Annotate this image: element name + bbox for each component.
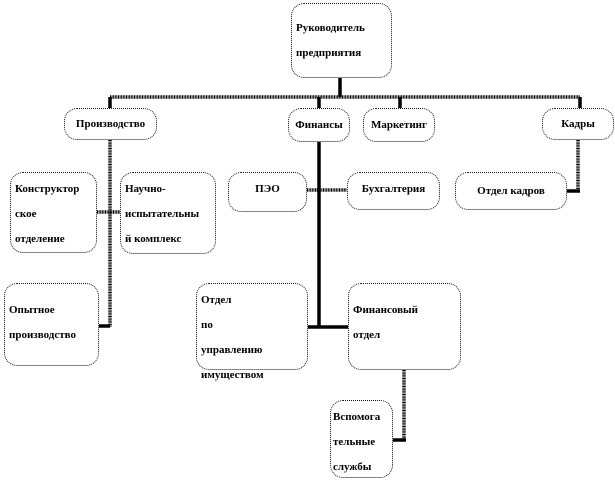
node-research: Научно- испытательны й комплекс (120, 172, 216, 254)
node-label: Отдел по (201, 294, 232, 331)
node-label: производство (9, 329, 76, 341)
node-label: ское (15, 208, 37, 220)
node-label: предприятия (296, 47, 362, 59)
node-label: Маркетинг (370, 119, 428, 131)
node-hr-dept: Отдел кадров (455, 172, 567, 210)
node-label: Кадры (561, 118, 595, 130)
node-label: тельные (333, 436, 376, 448)
node-hr: Кадры (542, 108, 614, 140)
node-head: Руководитель предприятия (291, 3, 392, 78)
node-label: отдел (353, 329, 381, 341)
node-label: Руководитель (296, 22, 365, 34)
node-label: Отдел кадров (477, 185, 545, 197)
node-label: Опытное (9, 304, 55, 316)
node-label: управлению (201, 344, 263, 356)
node-label: отделение (15, 233, 65, 245)
node-aux: Вспомога тельные службы (330, 400, 393, 478)
node-label: й комплекс (125, 233, 182, 245)
node-label: Финансы (295, 119, 343, 131)
node-production: Производство (64, 108, 157, 140)
node-label: Конструктор (15, 183, 80, 195)
node-label: Финансовый (353, 304, 418, 316)
node-label: имуществом (201, 369, 264, 381)
node-marketing: Маркетинг (363, 108, 435, 142)
node-fin-dept: Финансовый отдел (348, 283, 461, 370)
node-accounting: Бухгалтерия (347, 172, 440, 210)
node-label: ПЭО (255, 183, 280, 195)
node-finance: Финансы (288, 108, 350, 142)
node-label: Вспомога (333, 411, 381, 423)
node-label: службы (333, 461, 372, 473)
node-property: Отдел по управлению имуществом (196, 283, 308, 381)
node-label: Бухгалтерия (361, 183, 426, 195)
node-design: Конструктор ское отделение (10, 172, 97, 253)
node-label: испытательны (125, 208, 200, 220)
node-peo: ПЭО (228, 172, 307, 212)
node-label: Научно- (125, 183, 166, 195)
node-label: Производство (75, 118, 146, 130)
node-pilot: Опытное производство (4, 283, 99, 366)
